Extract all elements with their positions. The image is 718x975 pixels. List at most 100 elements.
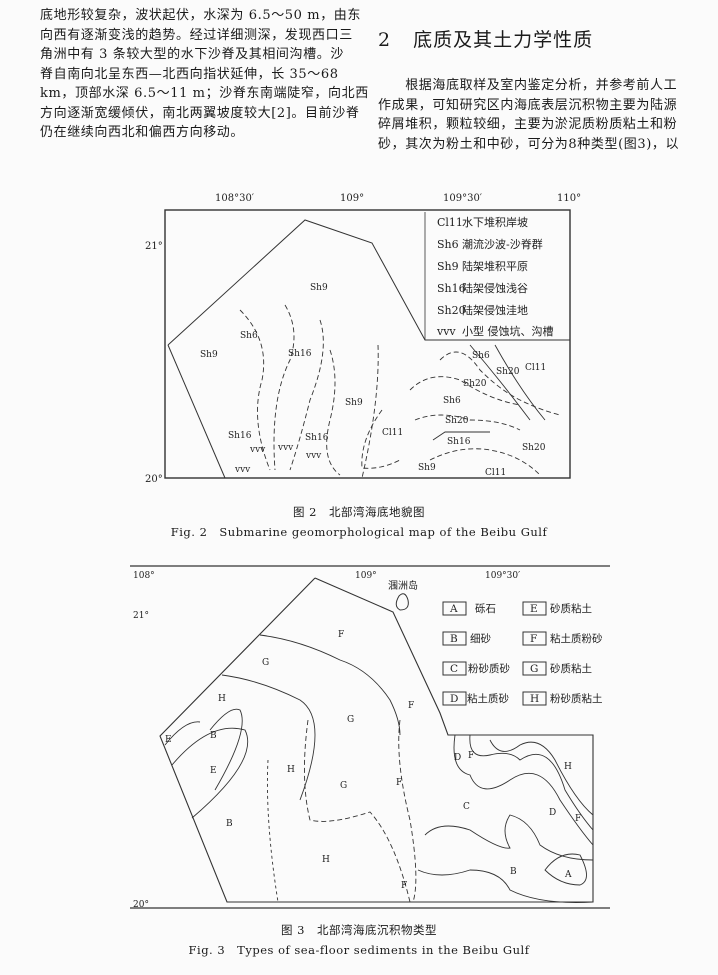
legend-label: 砂质粘土 [550,662,592,675]
region-label: F [401,881,407,891]
region-label: H [287,765,295,775]
lat-tick-label: 20° [145,474,163,485]
section-number: 2 [378,29,392,51]
legend-label: 小型 侵蚀坑、沟槽 [462,324,554,338]
vvv-symbol: vvv [249,445,266,455]
fig2-survey-boundary [167,219,570,346]
fig3-caption-cn: 图 3 北部湾海底沉积物类型 [281,923,437,937]
fig2-caption-cn: 图 2 北部湾海底地貌图 [293,505,425,519]
region-label: Sh20 [496,367,520,377]
legend-code: Cl11 [437,216,463,229]
fig3-survey-boundary [159,577,594,903]
region-label: Sh16 [228,431,252,441]
region-label: Sh9 [345,398,363,408]
legend-code: H [530,693,539,705]
fig2-contours [239,304,561,479]
right-column-text: 根据海底取样及室内鉴定分析，并参考前人工 作成果，可知研究区内海底表层沉积物主要… [378,76,698,154]
legend-item: E 砂质粘土 [522,601,592,616]
region-label: Cl11 [485,468,506,478]
legend-code: Sh9 [437,260,459,273]
legend-code: Sh6 [437,238,459,251]
region-label: Cl11 [382,428,403,438]
region-label: Sh20 [522,443,546,453]
legend-item: C 粉砂质砂 [442,661,510,676]
fig2-survey-boundary [167,344,226,479]
text-line: 仍在继续向西北和偏西方向移动。 [40,125,245,140]
region-label: Sh9 [200,350,218,360]
region-label: H [564,762,572,772]
region-label: Sh16 [305,433,329,443]
vvv-symbol: vvv [277,443,294,453]
region-label: E [165,735,172,745]
fig3-region-labels: F G H F G E B E H G F B H F D F H C D F … [165,630,581,891]
text-line: 碎屑堆积，颗粒较细，主要为淤泥质粉质粘土和粉 [378,117,678,132]
region-label: Sh6 [472,351,490,361]
region-label: Sh9 [310,283,328,293]
fig2-solid-lines [432,344,546,441]
section-title: 底质及其土力学性质 [413,29,594,51]
legend-label: 粘土质砂 [467,692,509,705]
fig2-axis-labels: 108°30′ 109° 109°30′ 110° 21° 20° [145,193,581,485]
legend-label: 潮流沙波-沙脊群 [462,237,543,251]
region-label: G [340,781,347,791]
legend-code: Sh20 [437,304,466,317]
legend-label: 陆架堆积平原 [462,259,528,273]
region-label: Sh6 [443,396,461,406]
lon-tick-label: 109° [340,193,364,204]
legend-label: 水下堆积岸坡 [462,216,528,229]
lon-tick-label: 109°30′ [485,571,520,581]
text-line: 方向逐渐宽缓倾伏，南北两翼坡度较大[2]。目前沙脊 [40,105,360,121]
region-label: H [218,694,226,704]
lon-tick-label: 110° [557,193,581,204]
region-label: Sh20 [463,379,487,389]
legend-label: 砂质粘土 [550,602,592,615]
legend-label: 粉砂质粘土 [550,692,603,705]
region-label: Sh6 [240,331,258,341]
region-label: D [549,808,556,818]
region-label: E [210,766,217,776]
lon-tick-label: 109°30′ [443,193,483,204]
text-line: 角洲中有 3 条较大型的水下沙脊及其相间沟槽。沙 [40,47,344,62]
legend-code: C [450,663,458,675]
fig3-axis-labels: 109° 109°30′ 108° 21° 20° 涠洲岛 [133,571,520,910]
lat-tick-label: 21° [145,241,163,252]
legend-code: E [530,603,538,615]
region-label: G [262,658,269,668]
region-label: H [322,855,330,865]
legend-code: F [530,633,537,645]
fig3-contours [164,634,594,903]
region-label: F [396,778,402,788]
region-label: A [564,870,572,880]
fig3-map [130,565,610,909]
fig2-map [164,209,571,479]
region-label: Sh20 [445,416,469,426]
lon-tick-label: 109° [355,571,377,581]
section-heading: 2 底质及其土力学性质 [378,25,593,52]
legend-label: 砾石 [475,602,496,615]
region-label: G [347,715,354,725]
legend-item: H 粉砂质粘土 [522,691,603,706]
region-label: B [510,867,517,877]
fig2-frame [164,209,571,479]
text-line: 作成果，可知研究区内海底表层沉积物主要为陆源 [378,97,678,113]
lon-tick-label: 108°30′ [215,193,255,204]
region-label: Sh9 [418,463,436,473]
region-label: F [575,814,581,824]
text-line: 砂，其次为粉土和中砂，可分为8种类型(图3)，以 [378,136,680,152]
legend-code: vvv [436,325,456,338]
lat-tick-label: 108° [133,571,155,581]
legend-code: D [450,693,458,705]
legend-label: 粉砂质砂 [468,662,510,675]
region-label: Sh16 [288,349,312,359]
region-label: Sh16 [447,437,471,447]
fig3-caption-en: Fig. 3 Types of sea-floor sediments in t… [188,943,530,957]
region-label: C [463,802,470,812]
lat-tick-label: 20° [133,900,149,910]
